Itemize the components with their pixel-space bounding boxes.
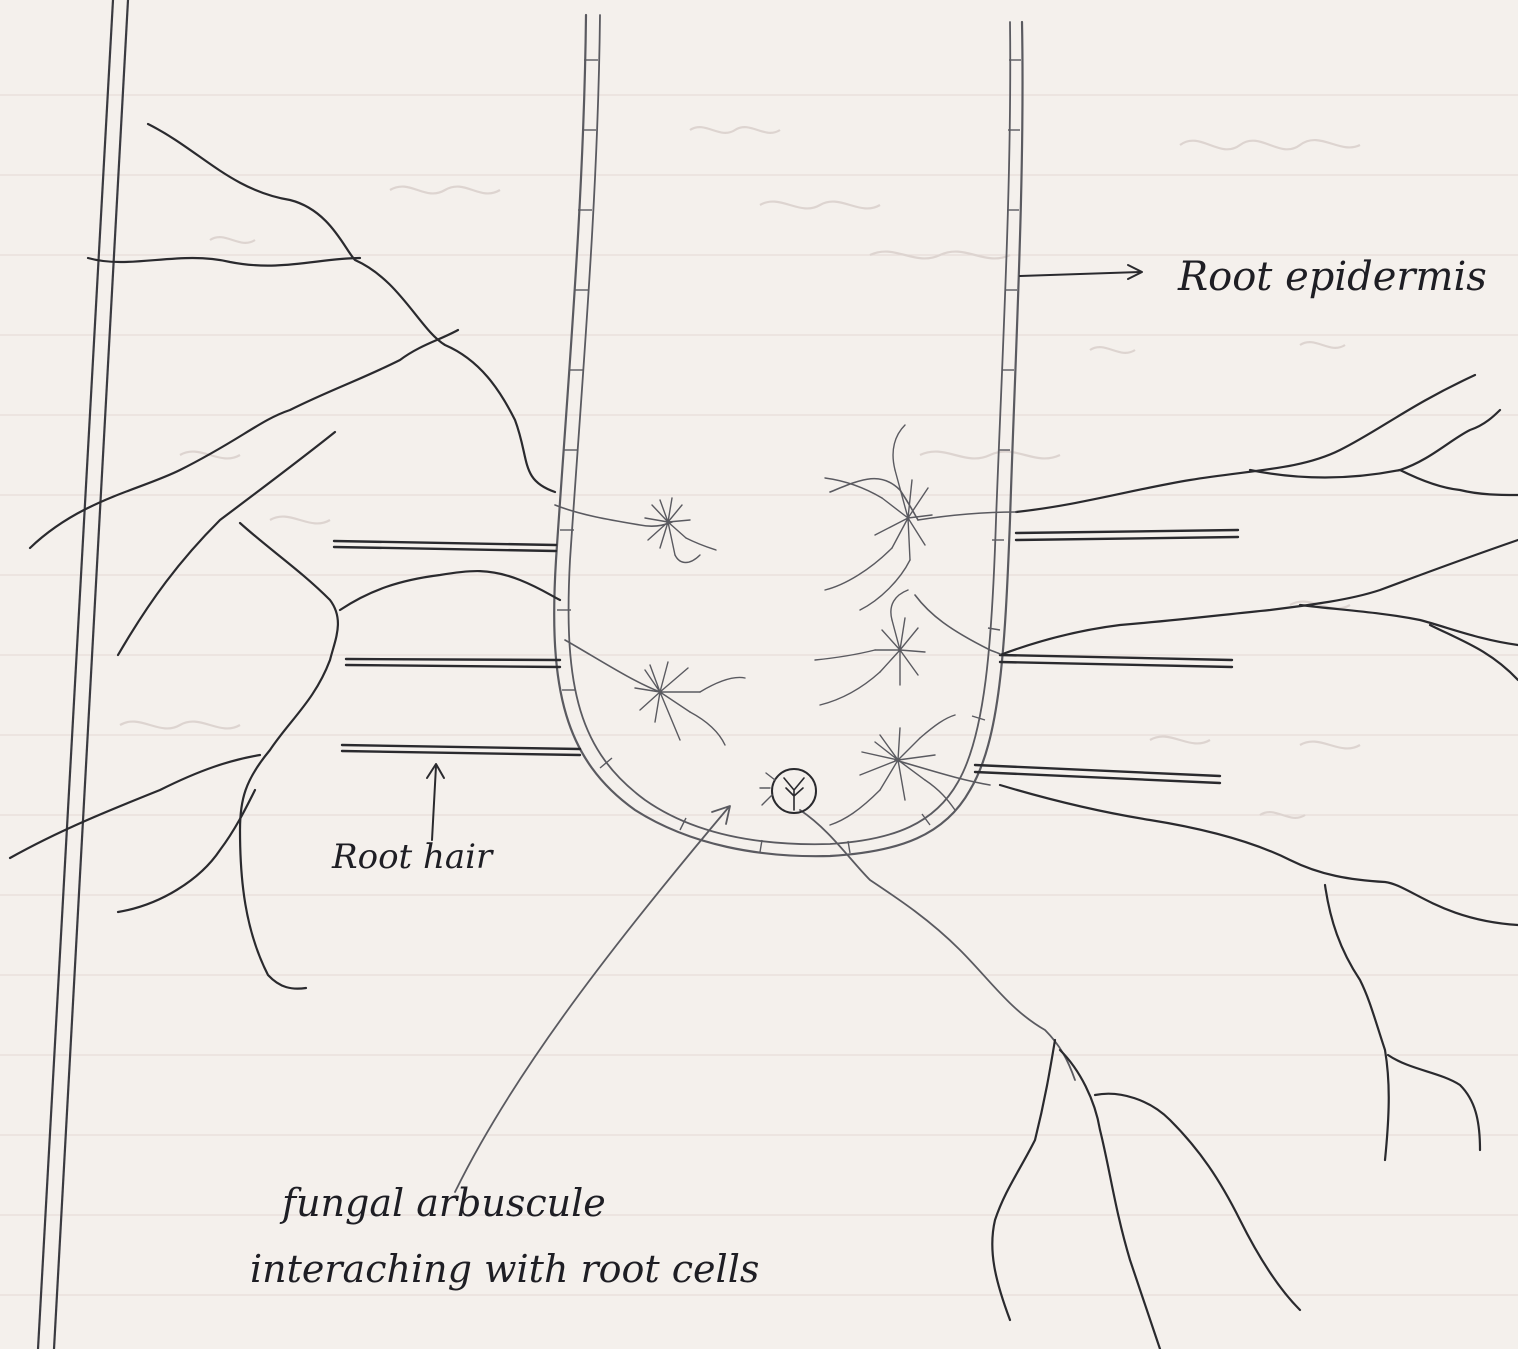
label-fungal-arbuscule: fungal arbuscule — [279, 1181, 606, 1225]
show-through-text — [120, 127, 1360, 818]
circled-arbuscule — [760, 769, 816, 813]
root-hair-arrow — [427, 764, 444, 840]
label-interacting-root-cells: interaching with root cells — [250, 1247, 759, 1291]
arbuscule-1 — [645, 498, 716, 563]
arbuscule-2 — [825, 425, 932, 610]
root-epidermis-outline — [554, 15, 1022, 856]
internal-hyphae — [555, 479, 1016, 785]
arbuscule-3 — [635, 662, 745, 745]
root-hairs — [334, 530, 1238, 783]
label-root-hair: Root hair — [331, 837, 494, 877]
root-epidermis-arrow — [1020, 265, 1142, 279]
margin-line — [38, 0, 128, 1349]
arbuscule-arrow — [455, 806, 730, 1192]
fungal-hyphae-right — [1000, 375, 1518, 1160]
label-root-epidermis: Root epidermis — [1177, 254, 1487, 300]
fungal-hyphae-bottom — [800, 810, 1300, 1349]
arbuscule-4 — [815, 590, 925, 705]
